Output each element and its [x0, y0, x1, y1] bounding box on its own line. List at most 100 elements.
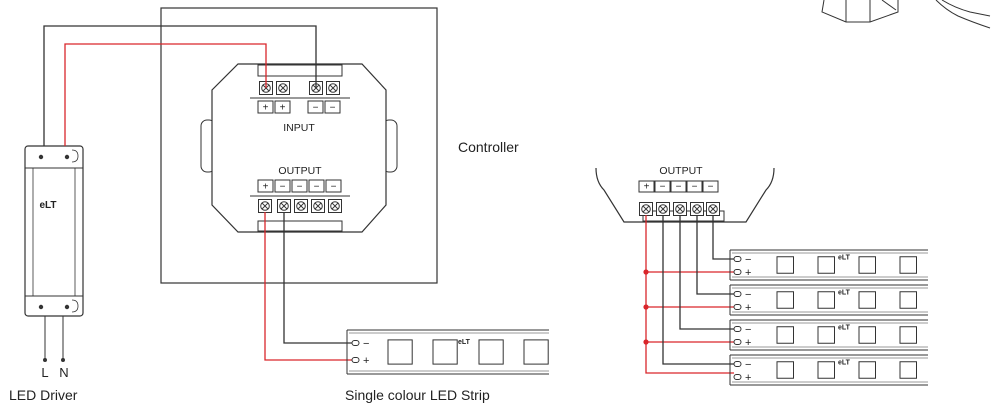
led-strip-2: eLT−+: [729, 284, 928, 316]
output-screw-3: [294, 199, 308, 213]
single-colour-led-strip: eLT − +: [346, 329, 549, 375]
right-output-terminal-signs: +−−−−: [638, 180, 719, 193]
strip-brand-logo: eLT: [838, 360, 851, 367]
led-strip-3: eLT −+: [729, 319, 928, 351]
negative-channel-wire: [712, 215, 734, 260]
negative-channel-wire: [696, 215, 734, 295]
output-sign-3: −: [291, 179, 308, 193]
right-parallel-wires: [643, 215, 734, 374]
positive-bus-wire: [645, 215, 734, 374]
output-sign-1: +: [257, 179, 274, 193]
positive-wire-strip: [264, 212, 357, 361]
svg-text:−: −: [280, 182, 286, 193]
right-output-sign-2: −: [654, 180, 671, 193]
wire-junction: [643, 269, 649, 275]
strip-polarity-sign: −: [745, 324, 751, 336]
led-chip: [858, 361, 876, 379]
driver-n-label: N: [59, 365, 68, 380]
positive-wire-driver: [64, 43, 267, 146]
svg-text:+: +: [263, 103, 269, 114]
svg-text:−: −: [297, 182, 303, 193]
led-chip: [387, 339, 413, 365]
output-terminal-signs: +−−−−: [257, 179, 342, 193]
svg-text:−: −: [314, 182, 320, 193]
right-output-screw-5: [706, 202, 720, 216]
led-chip: [432, 339, 458, 365]
right-output-screw-1: [639, 202, 653, 216]
svg-text:−: −: [692, 182, 698, 193]
right-output-sign-3: −: [670, 180, 687, 193]
svg-text:−: −: [660, 182, 666, 193]
strip-polarity-sign: −: [363, 338, 369, 350]
right-output-screw-3: [673, 202, 687, 216]
svg-text:−: −: [330, 103, 336, 114]
led-chip: [899, 326, 917, 344]
wire-junction: [643, 339, 649, 345]
input-screw-4: [326, 81, 340, 95]
strip-polarity-sign: +: [745, 372, 751, 384]
strip-brand-logo: eLT: [838, 325, 851, 332]
driver-brand-logo: eLT: [39, 200, 56, 211]
svg-text:+: +: [263, 182, 269, 193]
led-strip-4: eLT−+: [729, 354, 928, 386]
controller-wall-box: [160, 7, 438, 284]
output-label: OUTPUT: [278, 165, 322, 177]
strip-brand-logo: eLT: [458, 339, 471, 346]
led-chip: [523, 339, 549, 365]
right-led-strips: eLT−+eLT−+eLT−+eLT−+: [729, 249, 928, 386]
strip-brand-logo: eLT: [838, 290, 851, 297]
output-screw-1: [258, 199, 272, 213]
input-screw-2: [276, 81, 290, 95]
led-chip: [817, 291, 835, 309]
led-driver-label: LED Driver: [9, 387, 78, 403]
input-sign-2: +: [274, 100, 291, 114]
partial-illustration-top: [821, 0, 991, 29]
strip-polarity-sign: +: [745, 267, 751, 279]
controller-body: [200, 63, 398, 233]
svg-text:−: −: [708, 182, 714, 193]
strip-polarity-sign: −: [745, 289, 751, 301]
output-terminal-screws: [258, 199, 342, 213]
input-terminal-signs: + + −−: [257, 100, 341, 114]
right-output-sign-5: −: [702, 180, 719, 193]
input-terminal-screws: [259, 81, 340, 95]
strip-caption: Single colour LED Strip: [345, 387, 490, 403]
right-output-screw-2: [656, 202, 670, 216]
led-chip: [858, 256, 876, 274]
input-sign-3: −: [307, 100, 324, 114]
led-chip: [817, 256, 835, 274]
controller-label: Controller: [458, 139, 519, 155]
right-output-sign-1: +: [638, 180, 655, 193]
strip-polarity-sign: −: [745, 254, 751, 266]
led-driver: [24, 145, 84, 362]
svg-text:−: −: [313, 103, 319, 114]
strip-brand-logo: eLT: [838, 255, 851, 262]
input-sign-4: −: [324, 100, 341, 114]
led-chip: [817, 361, 835, 379]
strip-polarity-sign: +: [745, 337, 751, 349]
led-chip: [478, 339, 504, 365]
input-label: INPUT: [283, 122, 315, 134]
negative-channel-wire: [679, 215, 734, 330]
strip-polarity-sign: +: [363, 355, 369, 367]
svg-text:−: −: [676, 182, 682, 193]
led-strip-1: eLT −+: [729, 249, 928, 281]
input-sign-1: +: [257, 100, 274, 114]
output-screw-4: [311, 199, 325, 213]
led-chip: [776, 256, 794, 274]
led-chip: [858, 326, 876, 344]
negative-wire-strip: [283, 212, 357, 344]
negative-wire-driver: [43, 25, 317, 146]
led-chip: [899, 256, 917, 274]
led-chip: [776, 291, 794, 309]
output-sign-2: −: [274, 179, 291, 193]
led-chip: [899, 361, 917, 379]
right-output-sign-4: −: [686, 180, 703, 193]
negative-channel-wire: [662, 215, 734, 365]
driver-l-label: L: [41, 365, 48, 380]
output-label-right: OUTPUT: [659, 165, 703, 177]
svg-text:+: +: [644, 182, 650, 193]
output-screw-5: [328, 199, 342, 213]
led-chip: [858, 291, 876, 309]
